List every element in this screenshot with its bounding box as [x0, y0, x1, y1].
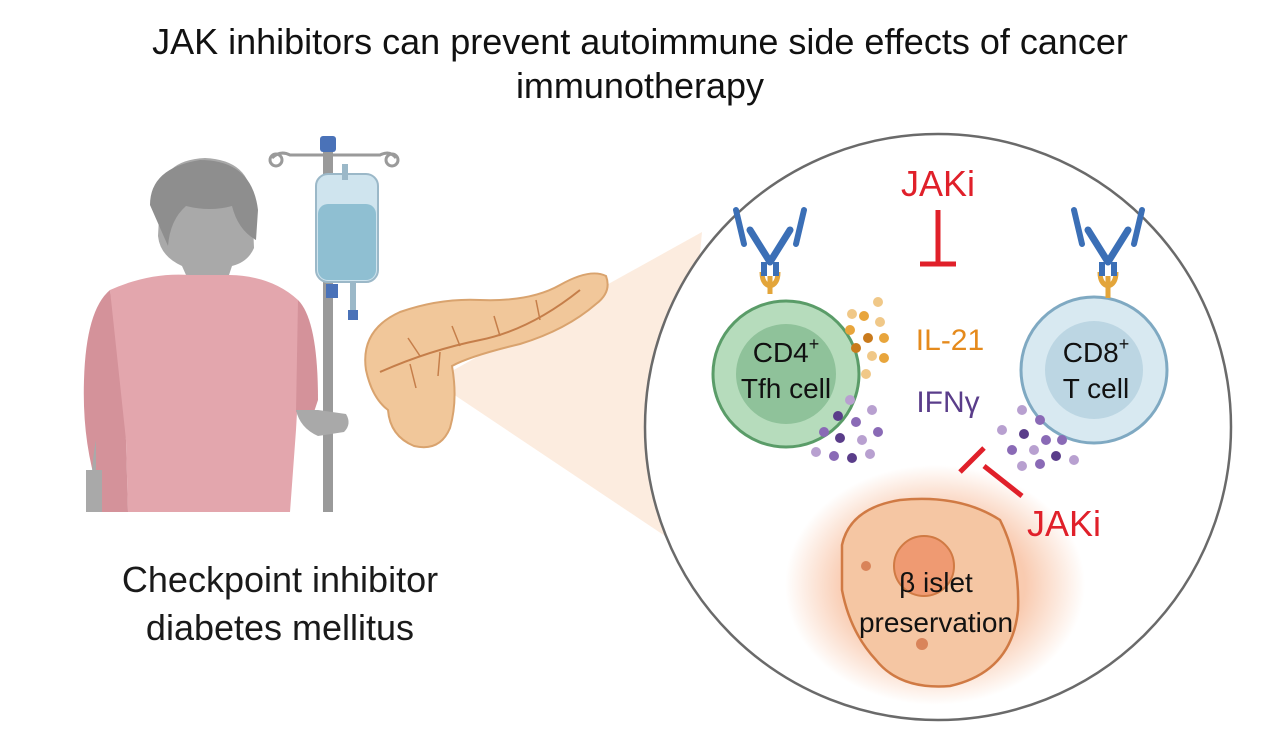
- antibody-receptor-right: [1071, 207, 1145, 298]
- zoom-cone: [450, 232, 702, 542]
- cd4-subtype-label: Tfh cell: [741, 373, 831, 404]
- patient-icon: [83, 158, 349, 512]
- caption-line2: diabetes mellitus: [145, 607, 415, 648]
- cd4-tfh-cell: [711, 299, 861, 449]
- figure-title-line1: JAK inhibitors can prevent autoimmune si…: [152, 21, 1128, 62]
- ifng-cytokine-dots-right: [997, 405, 1079, 471]
- cd4-label-superscript: +: [809, 334, 820, 354]
- caption-line1: Checkpoint inhibitor: [121, 559, 439, 600]
- figure-title-line2: immunotherapy: [515, 65, 765, 106]
- jaki-label-bottom: JAKi: [1027, 503, 1101, 544]
- islet-label-line2: preservation: [859, 607, 1013, 638]
- il21-label: IL-21: [916, 324, 984, 357]
- pancreas-icon: [364, 272, 609, 449]
- ifng-cytokine-dots-left: [811, 395, 883, 463]
- cd4-label: CD4+: [753, 334, 820, 368]
- jaki-label-top: JAKi: [901, 163, 975, 204]
- inhibitor-bar-top: [920, 210, 956, 267]
- cd8-subtype-label: T cell: [1063, 373, 1129, 404]
- inhibitor-bar-bottom: [958, 446, 1024, 498]
- islet-label-line1: β islet: [899, 567, 973, 598]
- cd8-label-text: CD8: [1063, 337, 1119, 368]
- beta-islet-cell: [785, 465, 1085, 705]
- ifng-label: IFNγ: [916, 386, 979, 419]
- cd8-t-cell: [1019, 295, 1169, 445]
- cd8-label-superscript: +: [1119, 334, 1130, 354]
- cd4-label-text: CD4: [753, 337, 809, 368]
- antibody-receptor-left: [733, 207, 807, 294]
- iv-stand-icon: [268, 136, 400, 512]
- il21-cytokine-dots: [845, 297, 889, 379]
- cd8-label: CD8+: [1063, 334, 1130, 368]
